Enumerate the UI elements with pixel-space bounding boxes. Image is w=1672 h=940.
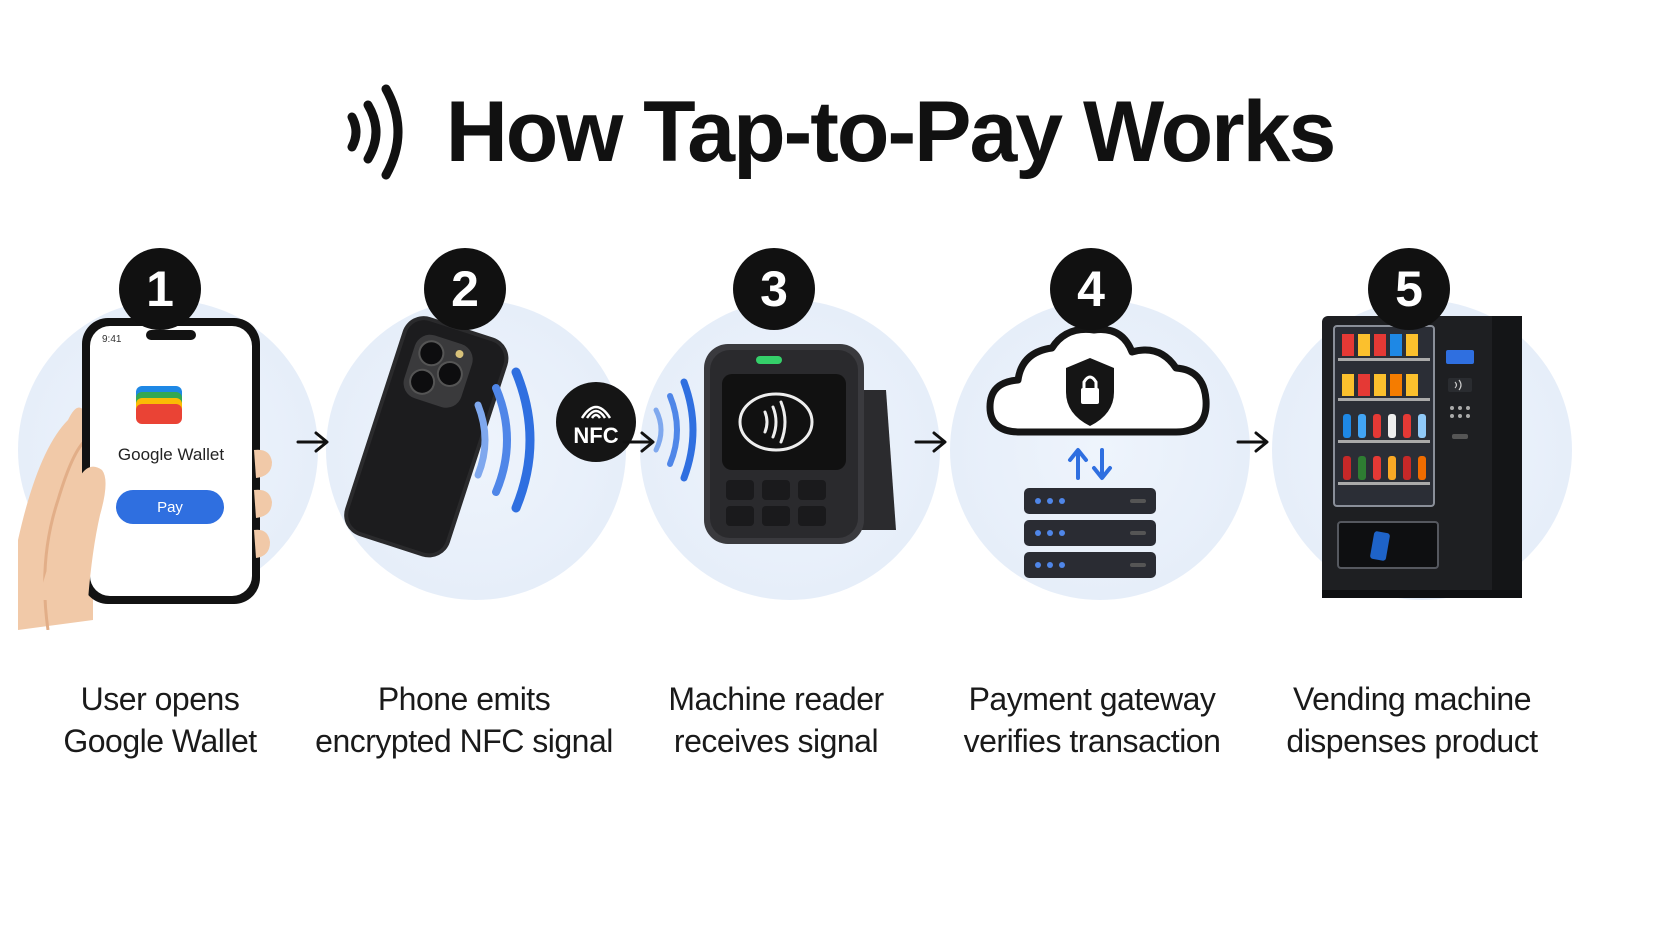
contactless-wave-icon: [347, 84, 403, 180]
step-5-caption-line2: dispenses product: [1286, 723, 1538, 759]
arrow-right-icon: [914, 431, 947, 453]
phone-pay-button[interactable]: [116, 490, 224, 524]
step-3-caption-line2: receives signal: [673, 723, 879, 759]
step-3-badge: 3: [733, 248, 815, 330]
step-3: 3 Machine reader receives signal: [640, 0, 980, 760]
step-1-badge: 1: [119, 248, 201, 330]
step-1-caption: User opens Google Wallet: [0, 678, 330, 762]
step-1-caption-line1: User opens: [80, 681, 240, 717]
arrow-right-icon: [622, 431, 655, 453]
step-3-caption-line1: Machine reader: [668, 681, 884, 717]
vending-machine-icon: [1322, 316, 1522, 598]
step-3-caption: Machine reader receives signal: [606, 678, 946, 762]
step-2-badge: 2: [424, 248, 506, 330]
phone-time: 9:41: [102, 334, 122, 345]
step-4-caption-line2: verifies transaction: [963, 723, 1221, 759]
phone-nfc-signal-icon: NFC: [344, 316, 636, 558]
step-5-badge: 5: [1368, 248, 1450, 330]
step-4-caption: Payment gateway verifies transaction: [922, 678, 1262, 762]
phone-pay-label: Pay: [157, 499, 183, 516]
title-row: How Tap-to-Pay Works: [0, 82, 1672, 182]
step-5-caption-line1: Vending machine: [1292, 681, 1532, 717]
step-2: 2 NFC Phone emits encrypted NFC signal: [310, 0, 650, 760]
arrow-right-icon: [296, 431, 329, 453]
google-wallet-phone-icon: 9:41 Google Wallet Pay: [18, 318, 272, 630]
step-2-caption: Phone emits encrypted NFC signal: [294, 678, 634, 762]
card-reader-icon: [653, 344, 896, 544]
step-4-badge: 4: [1050, 248, 1132, 330]
step-1: 1 9:41 Google Wallet Pay User opens Goog…: [0, 0, 340, 760]
step-1-caption-line2: Google Wallet: [63, 723, 257, 759]
step-4: 4 Payment gateway verifies transaction: [950, 0, 1290, 760]
step-5-caption: Vending machine dispenses product: [1242, 678, 1582, 762]
step-5: 5: [1272, 0, 1612, 760]
cloud-server-lock-icon: [986, 325, 1210, 578]
arrow-right-icon: [1236, 431, 1269, 453]
wallet-app-name: Google Wallet: [118, 445, 224, 464]
step-4-caption-line1: Payment gateway: [968, 681, 1216, 717]
nfc-label: NFC: [573, 423, 618, 448]
step-2-caption-line1: Phone emits: [377, 681, 551, 717]
page-title: How Tap-to-Pay Works: [445, 84, 1337, 180]
step-2-caption-line2: encrypted NFC signal: [315, 723, 613, 759]
